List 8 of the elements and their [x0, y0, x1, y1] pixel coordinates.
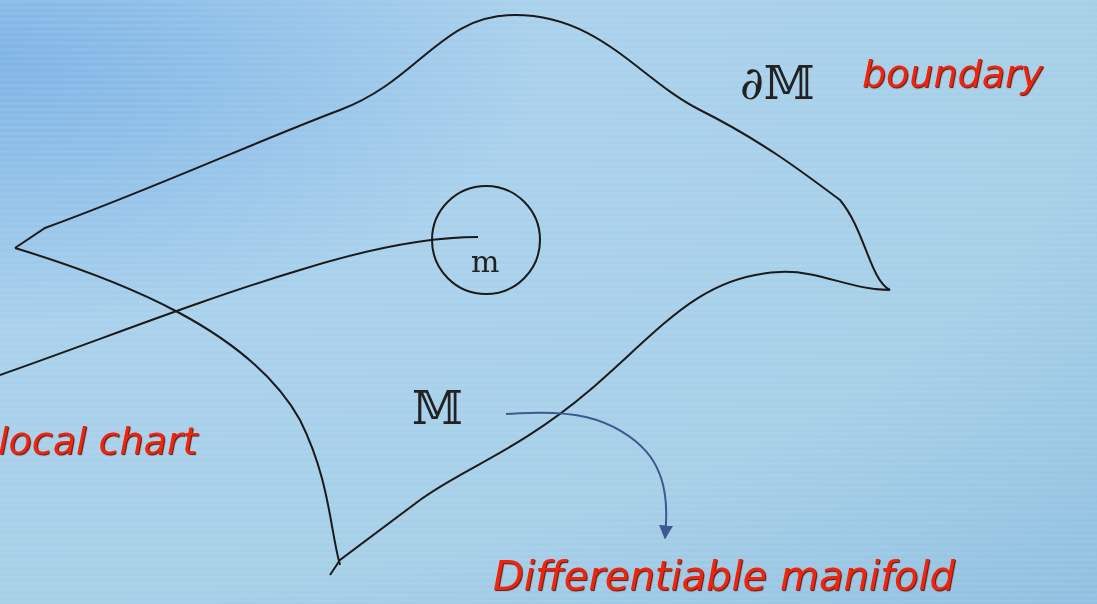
math-symbol: 𝕄 — [412, 385, 494, 433]
manifold-label: Differentiable manifold — [493, 556, 1043, 602]
boundary-label: boundary — [862, 55, 1044, 93]
chart-label: local chart — [0, 422, 198, 460]
arrow — [505, 411, 673, 540]
math-symbol: ∂𝕄 — [740, 60, 815, 106]
circle — [431, 185, 541, 295]
point-label: m — [471, 247, 500, 277]
